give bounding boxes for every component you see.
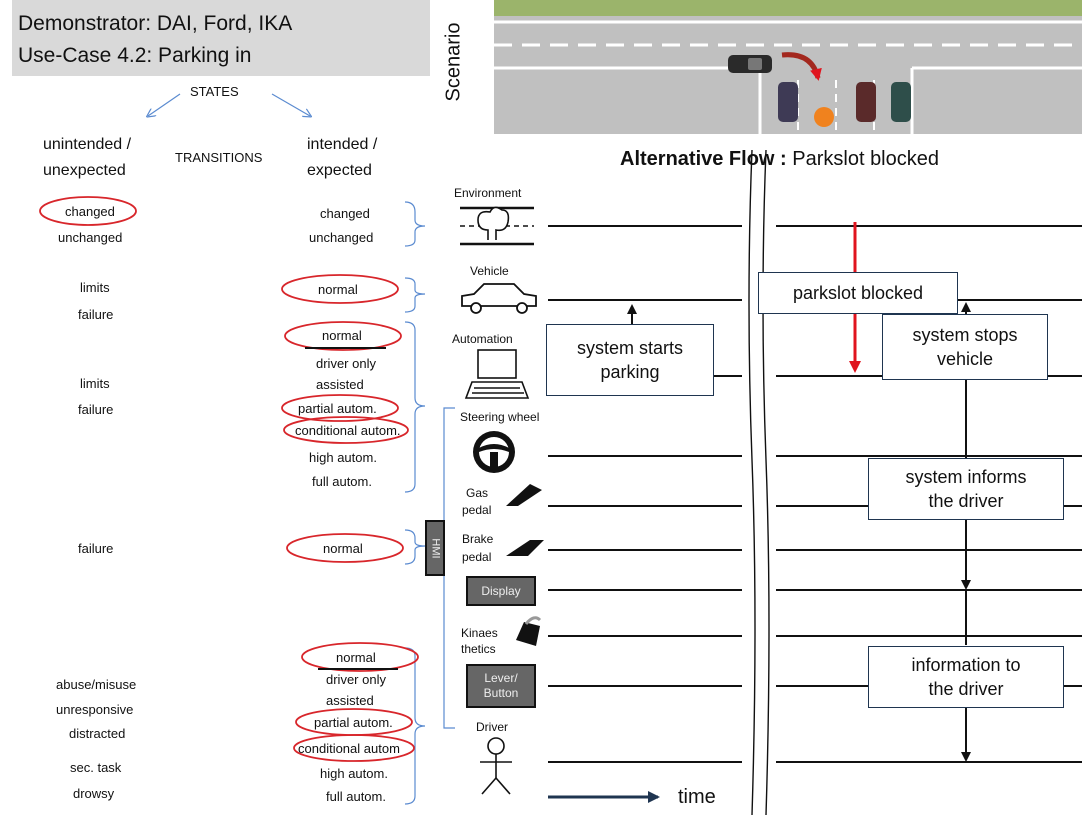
left-driver-state-4: drowsy: [73, 786, 115, 801]
vehicle-icon: [461, 283, 537, 314]
header-background: [12, 0, 430, 76]
left-hmi-state-0: failure: [78, 541, 114, 556]
intended-line1: intended /: [307, 136, 378, 153]
left-vehicle-state-0: limits: [80, 280, 110, 295]
right-driver-state-6: full autom.: [326, 789, 386, 804]
laptop-icon: [464, 349, 530, 399]
event-information-line1: information to: [911, 655, 1021, 675]
left-driver-state-2: distracted: [69, 726, 126, 741]
right-env-state-0: changed: [320, 206, 370, 221]
event-informs-line1: system informs: [905, 467, 1027, 487]
event-information-to-driver: information to the driver: [868, 646, 1064, 708]
right-automation-state-4: conditional autom.: [295, 423, 401, 438]
event-starts-line2: parking: [600, 362, 660, 382]
highlight-ellipses: [39, 196, 419, 762]
right-automation-state-3: partial autom.: [298, 401, 377, 416]
lane-label-kinaesthetics-line1: Kinaes: [461, 626, 498, 640]
lane-label-steering: Steering wheel: [460, 410, 540, 424]
scenario-label: Scenario: [442, 22, 465, 102]
lane-label-brake-line1: Brake: [462, 532, 494, 546]
right-automation-state-0: normal: [322, 328, 362, 343]
right-driver-state-3: partial autom.: [314, 715, 393, 730]
lever-button-line2: Button: [483, 686, 519, 700]
event-stops-line2: vehicle: [936, 349, 994, 369]
states-label: STATES: [190, 84, 239, 99]
event-parkslot-blocked: parkslot blocked: [758, 272, 958, 314]
event-starts-line1: system starts: [576, 338, 683, 358]
right-driver-state-1: driver only: [326, 672, 386, 687]
event-system-starts-parking: system starts parking: [546, 324, 714, 396]
event-information-line2: the driver: [928, 679, 1004, 699]
brake-pedal-icon: [506, 540, 544, 556]
left-env-state-0: changed: [65, 204, 115, 219]
right-driver-state-0: normal: [336, 650, 376, 665]
state-braces: [404, 201, 455, 805]
driver-stickman-icon: [480, 737, 512, 795]
lane-label-environment: Environment: [454, 186, 522, 200]
left-driver-state-3: sec. task: [70, 760, 122, 775]
lane-label-vehicle: Vehicle: [470, 264, 509, 278]
right-hmi-state-0: normal: [323, 541, 363, 556]
header-title-line1: Demonstrator: DAI, Ford, IKA: [18, 12, 293, 35]
flow-title-bold: Alternative Flow :: [620, 148, 787, 170]
left-vehicle-state-1: failure: [78, 307, 114, 322]
steering-wheel-icon: [473, 431, 515, 473]
event-informs-line2: the driver: [928, 491, 1004, 511]
event-system-stops-vehicle: system stops vehicle: [882, 314, 1048, 380]
flow-title-rest: Parkslot blocked: [786, 148, 939, 170]
left-automation-state-0: limits: [80, 376, 110, 391]
lane-label-automation: Automation: [452, 332, 513, 346]
transitions-label: TRANSITIONS: [175, 150, 263, 165]
unintended-line1: unintended /: [43, 136, 132, 153]
lever-button-line1: Lever/: [484, 671, 518, 685]
hmi-box: HMI: [425, 520, 445, 576]
left-driver-state-0: abuse/misuse: [56, 677, 137, 692]
lane-label-brake-line2: pedal: [462, 550, 492, 564]
lane-label-gas-line1: Gas: [466, 486, 489, 500]
right-automation-state-1: driver only: [316, 356, 376, 371]
gas-pedal-icon: [506, 484, 542, 506]
right-automation-state-6: full autom.: [312, 474, 372, 489]
event-system-informs-driver: system informs the driver: [868, 458, 1064, 520]
time-label: time: [678, 786, 716, 808]
lever-button[interactable]: Lever/ Button: [466, 664, 536, 708]
lane-label-kinaesthetics-line2: thetics: [461, 642, 496, 656]
unintended-line2: unexpected: [43, 162, 126, 179]
kinaesthetics-icon: [516, 616, 542, 646]
header-title-line2: Use-Case 4.2: Parking in: [18, 44, 252, 67]
event-stops-line1: system stops: [912, 325, 1018, 345]
lane-label-driver: Driver: [476, 720, 508, 734]
intended-line2: expected: [307, 162, 372, 179]
left-env-state-1: unchanged: [58, 230, 123, 245]
right-driver-state-2: assisted: [326, 693, 374, 708]
right-vehicle-state-0: normal: [318, 282, 358, 297]
display-button[interactable]: Display: [466, 576, 536, 606]
right-driver-state-4: conditional autom: [298, 741, 400, 756]
hmi-label: HMI: [429, 537, 442, 559]
left-automation-state-1: failure: [78, 402, 114, 417]
flow-title: Alternative Flow : Parkslot blocked: [620, 148, 939, 171]
right-automation-state-5: high autom.: [309, 450, 377, 465]
left-driver-state-1: unresponsive: [56, 702, 134, 717]
lane-label-gas-line2: pedal: [462, 503, 492, 517]
scenario-illustration: [494, 0, 1082, 134]
right-driver-state-5: high autom.: [320, 766, 388, 781]
right-env-state-1: unchanged: [309, 230, 374, 245]
environment-icon: [460, 206, 534, 246]
right-automation-state-2: assisted: [316, 377, 364, 392]
